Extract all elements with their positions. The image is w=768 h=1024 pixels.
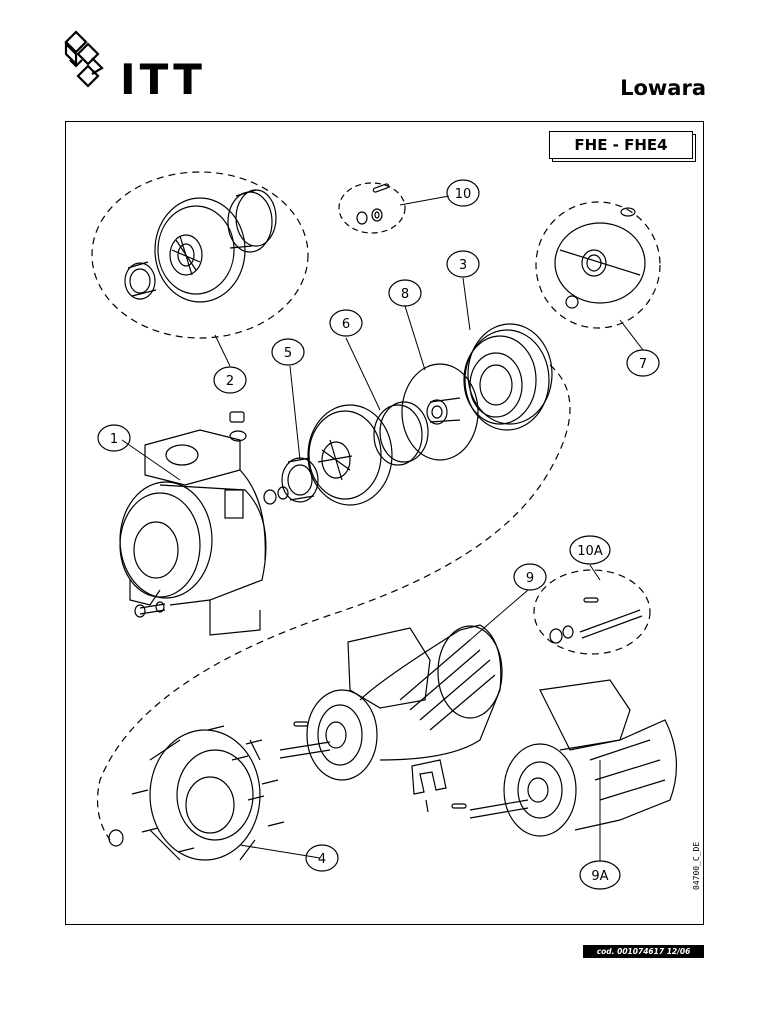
part-9-motor xyxy=(279,624,503,781)
callout-10a: 10A xyxy=(577,544,603,559)
part-1-pump-casing xyxy=(119,429,267,636)
callout-circle-4 xyxy=(305,844,339,872)
callout-circle-1 xyxy=(97,424,131,452)
shaft-keys xyxy=(293,721,467,809)
itt-logo-icon: ITT xyxy=(64,30,206,104)
part-8-o-ring xyxy=(401,363,479,461)
casing-bolt xyxy=(134,601,166,618)
mechanical-seal xyxy=(426,397,461,425)
callout-8: 8 xyxy=(401,287,409,302)
drain-plug xyxy=(229,411,247,442)
group-10a-outline xyxy=(533,569,651,655)
impeller xyxy=(307,404,393,506)
assembly-path xyxy=(96,364,571,841)
group-10a-parts xyxy=(549,597,643,644)
callout-circle-10 xyxy=(446,179,480,207)
logo-text: ITT xyxy=(120,55,206,100)
callout-circle-6 xyxy=(329,309,363,337)
part-9a-motor xyxy=(469,679,677,837)
callout-circles xyxy=(97,179,660,890)
group-2-outline xyxy=(91,171,309,339)
callout-1: 1 xyxy=(110,432,118,447)
callout-circle-10a xyxy=(569,535,611,565)
callout-4: 4 xyxy=(318,852,326,867)
callout-labels: 1 2 3 4 5 6 7 8 9 9A 10 10A xyxy=(110,187,647,884)
callout-circle-5 xyxy=(271,338,305,366)
group-7-parts xyxy=(554,207,646,309)
brand-name: Lowara xyxy=(620,76,706,100)
part-4-bracket xyxy=(149,729,261,861)
bracket-bolts xyxy=(108,725,285,853)
impeller-nut xyxy=(263,486,289,505)
callout-circle-8 xyxy=(388,279,422,307)
callout-circle-9 xyxy=(513,563,547,591)
group-2-parts xyxy=(124,189,277,303)
callout-6: 6 xyxy=(342,317,350,332)
group-10-outline xyxy=(338,182,406,234)
itt-logo: ITT xyxy=(62,30,212,104)
group-10-parts xyxy=(356,183,390,225)
callout-circle-9a xyxy=(579,860,621,890)
part-6-wear-ring xyxy=(373,401,429,466)
callout-7: 7 xyxy=(639,357,647,372)
mounting-foot xyxy=(411,759,447,813)
callout-circle-3 xyxy=(446,250,480,278)
footer-code: cod. 001074617 12/06 xyxy=(583,945,704,958)
callout-5: 5 xyxy=(284,346,292,361)
model-label: FHE - FHE4 xyxy=(549,131,693,159)
callout-3: 3 xyxy=(459,258,467,273)
drawing-code: 04700_C_DE xyxy=(692,841,701,890)
callout-circle-7 xyxy=(626,349,660,377)
group-7-outline xyxy=(535,201,661,329)
callout-2: 2 xyxy=(226,374,234,389)
part-3-housing xyxy=(463,323,553,431)
leader-lines xyxy=(121,195,644,861)
callout-9: 9 xyxy=(526,571,534,586)
callout-10: 10 xyxy=(455,187,472,202)
drawing-frame xyxy=(65,121,704,925)
callout-9a: 9A xyxy=(591,869,608,884)
callout-circle-2 xyxy=(213,366,247,394)
